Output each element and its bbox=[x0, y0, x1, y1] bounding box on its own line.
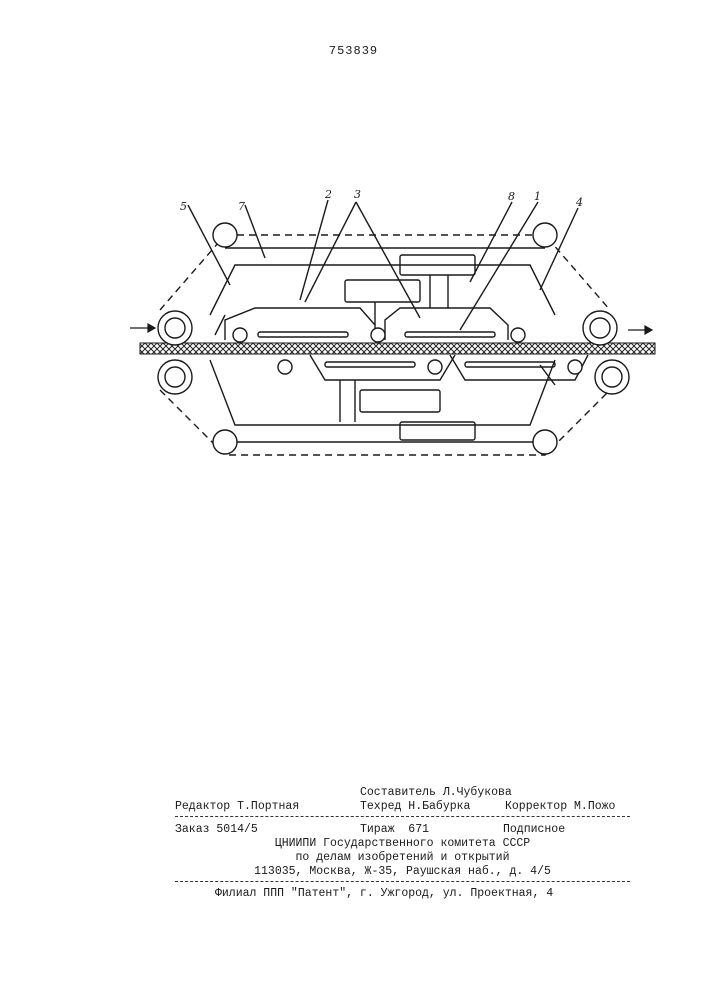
label-2: 2 bbox=[324, 190, 332, 201]
editor: Редактор Т.Портная bbox=[175, 800, 299, 813]
label-5: 5 bbox=[180, 200, 187, 213]
address: 113035, Москва, Ж-35, Раушская наб., д. … bbox=[175, 865, 630, 878]
order-number: Заказ 5014/5 bbox=[175, 823, 258, 836]
label-4: 4 bbox=[575, 196, 583, 209]
technical-drawing: 5 7 2 3 8 1 4 bbox=[130, 190, 660, 480]
label-8: 8 bbox=[508, 190, 515, 203]
label-7: 7 bbox=[238, 200, 245, 213]
circulation: Тираж 671 bbox=[360, 823, 429, 836]
divider bbox=[175, 816, 630, 817]
subscription: Подписное bbox=[503, 823, 565, 836]
corrector: Корректор М.Пожо bbox=[505, 800, 615, 813]
label-1: 1 bbox=[534, 190, 541, 203]
label-3: 3 bbox=[354, 190, 361, 201]
patent-number: 753839 bbox=[0, 44, 707, 58]
compiler: Составитель Л.Чубукова bbox=[360, 786, 512, 799]
divider bbox=[175, 881, 630, 882]
branch: Филиал ППП "Патент", г. Ужгород, ул. Про… bbox=[215, 887, 553, 900]
org-line-2: по делам изобретений и открытий bbox=[175, 851, 630, 864]
org-line-1: ЦНИИПИ Государственного комитета СССР bbox=[175, 837, 630, 850]
techred: Техред Н.Бабурка bbox=[360, 800, 470, 813]
